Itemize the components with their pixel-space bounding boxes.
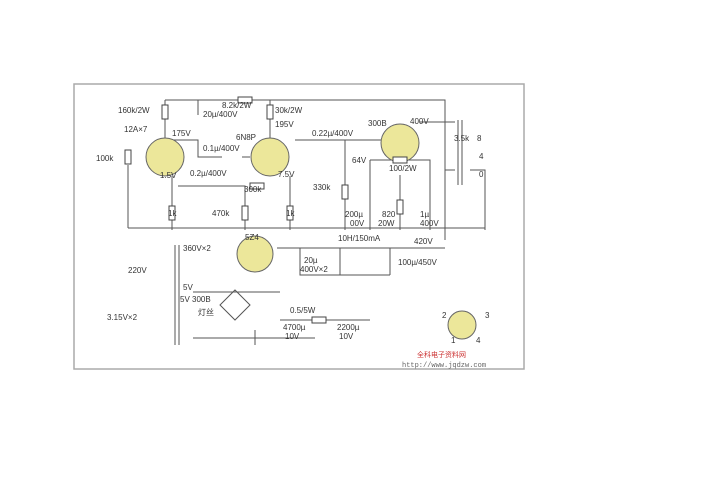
label: 3.5k <box>454 134 470 143</box>
label: 8 <box>477 134 482 143</box>
label: 1µ <box>420 210 429 219</box>
label: 300k <box>244 185 262 194</box>
tube-12ax7 <box>145 137 185 177</box>
label: 0.1µ/400V <box>203 144 240 153</box>
label: 220V <box>128 266 147 275</box>
transformers <box>174 120 463 345</box>
label: 360V×2 <box>183 244 211 253</box>
label: 1 <box>451 336 456 345</box>
label: 00V <box>350 219 365 228</box>
label: 300B <box>368 119 387 128</box>
label: 20W <box>378 219 395 228</box>
label: 4 <box>476 336 481 345</box>
label: 6N8P <box>236 133 256 142</box>
label: 0.5/5W <box>290 306 316 315</box>
tube-300b <box>380 123 420 163</box>
label: 12A×7 <box>124 125 148 134</box>
label: 4 <box>479 152 484 161</box>
label: 7.5V <box>278 170 295 179</box>
label: 100k <box>96 154 114 163</box>
label: 330k <box>313 183 331 192</box>
resistors <box>124 96 408 324</box>
label: 灯丝 <box>198 307 214 317</box>
label: 8.2k/2W <box>222 101 252 110</box>
label: 4700µ <box>283 323 306 332</box>
watermark-url: http://www.jqdzw.com <box>402 362 486 370</box>
label: 1.5V <box>160 171 177 180</box>
label: 195V <box>275 120 294 129</box>
label: 160k/2W <box>118 106 150 115</box>
label: 100/2W <box>389 164 417 173</box>
label: 3.15V×2 <box>107 313 138 322</box>
label: 2200µ <box>337 323 360 332</box>
tube-pinout <box>447 310 477 340</box>
label: 3 <box>485 311 490 320</box>
diagram-frame <box>73 83 525 370</box>
label: 200µ <box>345 210 363 219</box>
label: 175V <box>172 129 191 138</box>
labels: 160k/2W 20µ/400V 8.2k/2W 30k/2W 12A×7 17… <box>96 101 490 370</box>
label: 5V <box>183 283 193 292</box>
label: 5V 300B <box>180 295 211 304</box>
label: 400V <box>410 117 429 126</box>
label: 0.2µ/400V <box>190 169 227 178</box>
tube-5z4 <box>236 235 274 273</box>
watermark-text: 全科电子资料网 <box>417 350 466 359</box>
label: 10V <box>285 332 300 341</box>
label: 64V <box>352 156 367 165</box>
label: 10V <box>339 332 354 341</box>
label: 5Z4 <box>245 233 259 242</box>
label: 30k/2W <box>275 106 303 115</box>
label: 400V <box>420 219 439 228</box>
label: 820 <box>382 210 396 219</box>
label: 100µ/450V <box>398 258 438 267</box>
tube-6n8p <box>250 137 290 177</box>
label: 2 <box>442 311 447 320</box>
label: 0.22µ/400V <box>312 129 354 138</box>
label: 470k <box>212 209 230 218</box>
label: 10H/150mA <box>338 234 381 243</box>
label: 400V×2 <box>300 265 328 274</box>
label: 420V <box>414 237 433 246</box>
label: 20µ/400V <box>203 110 238 119</box>
tubes <box>145 123 477 340</box>
label: 0 <box>479 170 484 179</box>
label: 20µ <box>304 256 318 265</box>
label: 1k <box>168 209 177 218</box>
bridge-rectifier <box>219 289 251 321</box>
label: 1k <box>286 209 295 218</box>
